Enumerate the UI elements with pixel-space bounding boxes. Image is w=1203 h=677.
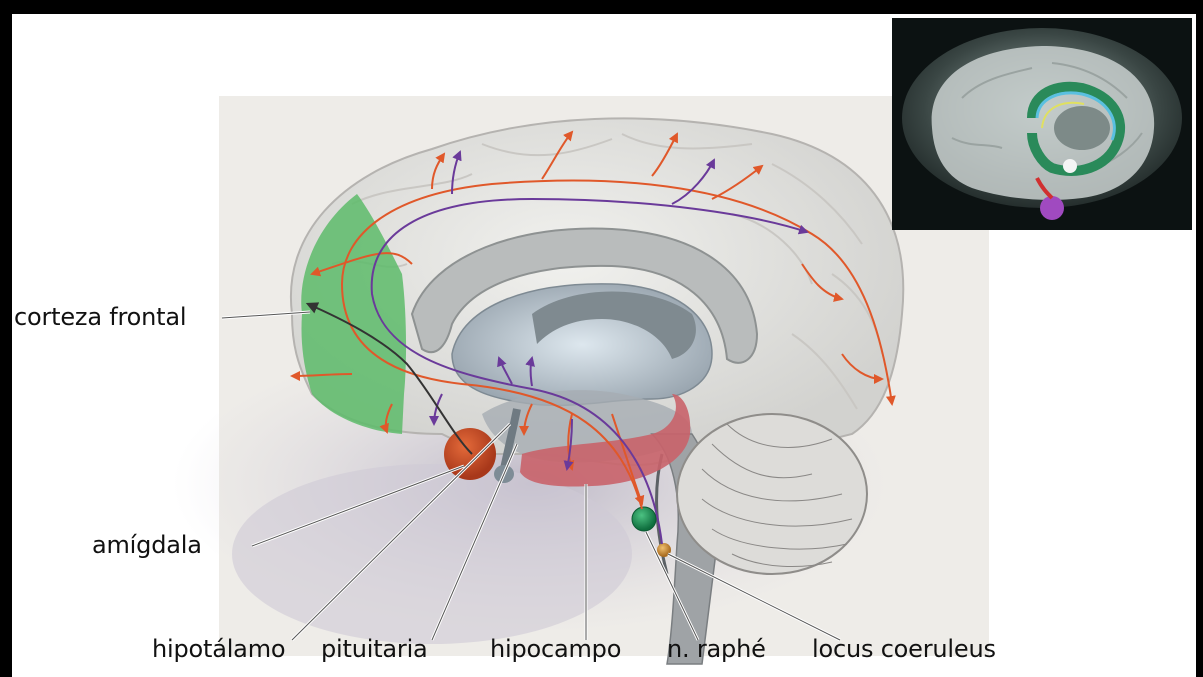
figure-panel: corteza frontal amígdala hipotálamo pitu… <box>12 14 1196 677</box>
label-locus-coeruleus: locus coeruleus <box>812 637 996 661</box>
label-corteza-frontal: corteza frontal <box>14 305 186 329</box>
paper-shadow-2 <box>232 464 632 644</box>
mri-brain-tractography-icon <box>892 18 1192 230</box>
label-pituitaria: pituitaria <box>321 637 428 661</box>
label-amigdala: amígdala <box>92 533 202 557</box>
inset-ventricle <box>1054 106 1110 150</box>
label-n-raphe: n. raphé <box>667 637 766 661</box>
label-hipotalamo: hipotálamo <box>152 637 285 661</box>
cerebellum <box>677 414 867 574</box>
inset-highlight <box>1063 159 1077 173</box>
raphe-nucleus <box>632 507 656 531</box>
label-hipocampo: hipocampo <box>490 637 621 661</box>
inset-amygdala-marker <box>1040 196 1064 220</box>
